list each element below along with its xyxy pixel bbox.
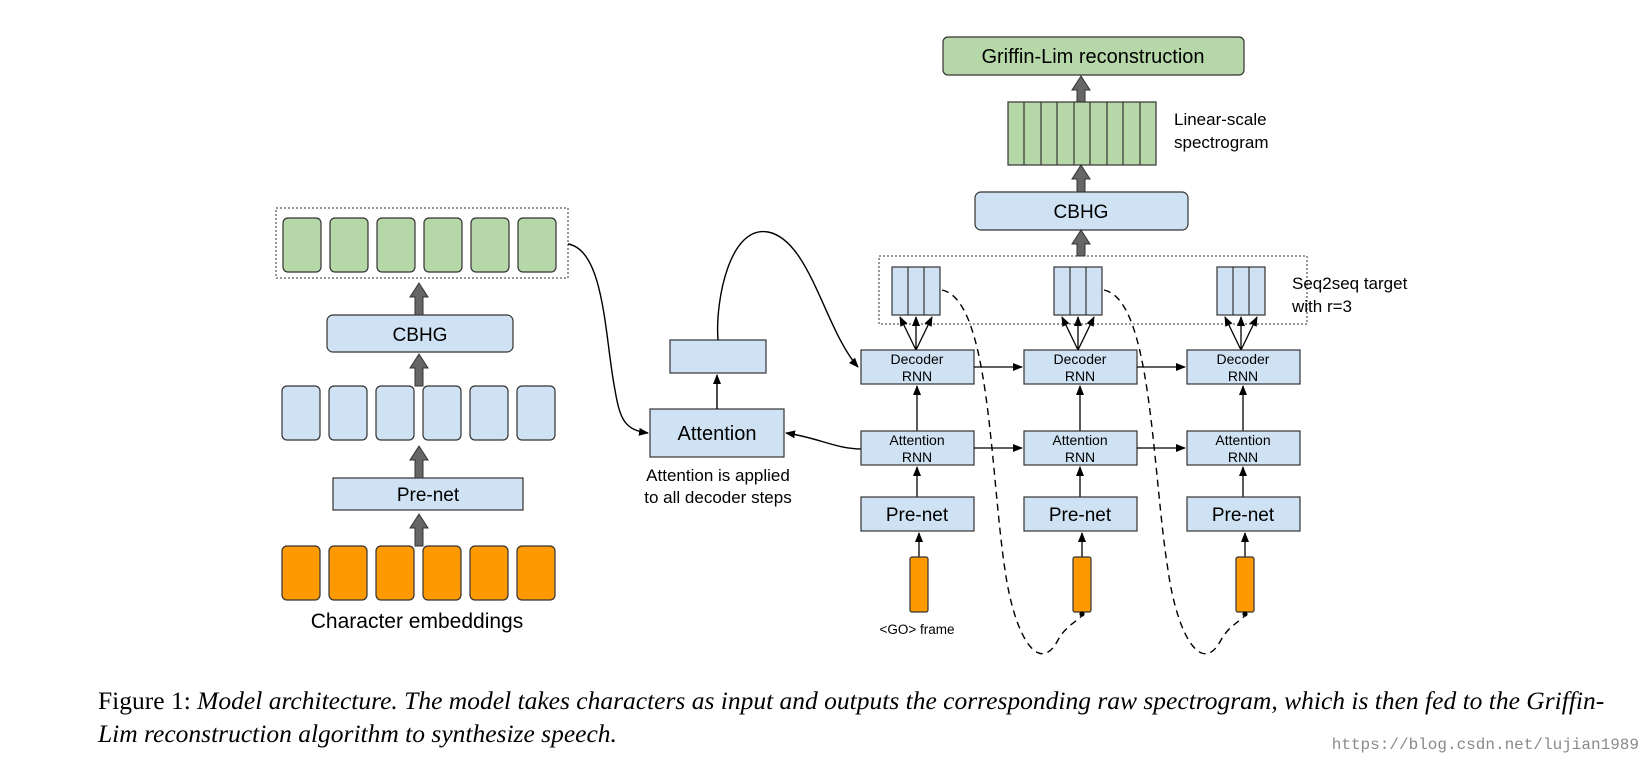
decoder-prenet-1-label: Pre-net [886, 505, 949, 526]
context-vector-box [669, 339, 767, 374]
decoder-fanout-arrows [899, 316, 1258, 351]
attention-label: Attention [678, 423, 757, 445]
output-frames-step1 [891, 266, 941, 316]
attention-block: Attention Attention is applied to all de… [567, 231, 864, 507]
decoder-rnn-2-line1: Decoder [1054, 351, 1107, 367]
decoder-input-frames [909, 556, 1255, 613]
encoder-hidden-cells [281, 385, 556, 441]
cbhg-to-spectrogram-arrow [1071, 164, 1091, 193]
encoder-to-attention-curve [567, 243, 649, 436]
caption-text: Model architecture. The model takes char… [98, 686, 1605, 748]
encoder-prenet-box [332, 477, 524, 511]
encoder-arrow-4 [409, 282, 429, 316]
encoder-cbhg-label: CBHG [393, 325, 448, 346]
watermark-url: https://blog.csdn.net/lujian1989 [1331, 736, 1639, 754]
encoder-arrow-1 [409, 513, 429, 547]
character-embedding-cells [281, 545, 556, 601]
attention-rnn-boxes [860, 430, 1301, 466]
griffin-lim-box [942, 36, 1245, 76]
decoder-prenet-3-label: Pre-net [1212, 505, 1275, 526]
character-embeddings-label: Character embeddings [311, 610, 523, 633]
decoder-rnn-3-line2: RNN [1228, 368, 1258, 384]
attention-rnn-1-line2: RNN [902, 449, 932, 465]
go-frame-label: <GO> frame [879, 622, 954, 637]
decoder-rnn-3-line1: Decoder [1217, 351, 1270, 367]
attention-rnn-3-line2: RNN [1228, 449, 1258, 465]
context-to-decoder-curve [716, 231, 859, 368]
encoder-column: Character embeddings Pre-net CBHG [275, 207, 569, 633]
griffin-lim-label: Griffin-Lim reconstruction [981, 46, 1204, 68]
encoder-prenet-label: Pre-net [397, 485, 460, 506]
output-frames-step3 [1216, 266, 1266, 316]
architecture-diagram: Character embeddings Pre-net CBHG [275, 36, 1408, 655]
attentionrnn-to-attention-curve [785, 430, 864, 450]
prenet-to-attentionrnn-arrows [913, 466, 1247, 497]
attention-rnn-1-line1: Attention [889, 432, 944, 448]
attention-rnn-2-line2: RNN [1065, 449, 1095, 465]
attention-box [649, 408, 785, 458]
attentionrnn-to-decoderrnn-arrows [913, 385, 1247, 431]
encoder-arrow-3 [409, 353, 429, 387]
decoder-rnn-1-line1: Decoder [891, 351, 944, 367]
encoder-output-cells [282, 217, 557, 273]
seq2seq-label-line2: with r=3 [1291, 297, 1352, 316]
decoder-rnn-1-line2: RNN [902, 368, 932, 384]
seq2seq-to-cbhg-arrow [1071, 229, 1091, 257]
linear-spectrogram [1007, 101, 1157, 166]
attention-rnn-2-line1: Attention [1052, 432, 1107, 448]
spectrogram-label-line1: Linear-scale [1174, 110, 1267, 129]
decoder-prenet-2-label: Pre-net [1049, 505, 1112, 526]
decoder-cbhg-label: CBHG [1054, 202, 1109, 223]
attention-rnn-3-line1: Attention [1215, 432, 1270, 448]
figure-caption: Figure 1: Model architecture. The model … [98, 684, 1618, 750]
decoder-column: Griffin-Lim reconstruction Linear-scale … [860, 36, 1408, 655]
attention-note-line2: to all decoder steps [644, 488, 791, 507]
seq2seq-label-line1: Seq2seq target [1292, 274, 1408, 293]
feedback-loop-dots [1079, 611, 1248, 617]
decoder-prenet-boxes [860, 496, 1301, 532]
attention-note-line1: Attention is applied [646, 466, 790, 485]
feedback-loops [941, 289, 1246, 655]
input-to-prenet-arrows [915, 532, 1249, 557]
spectrogram-to-griffinlim-arrow [1071, 75, 1091, 103]
output-frames-step2 [1053, 266, 1103, 316]
spectrogram-label-line2: spectrogram [1174, 133, 1268, 152]
caption-prefix: Figure 1: [98, 686, 191, 715]
encoder-output-frame [275, 207, 569, 279]
encoder-arrow-2 [409, 445, 429, 479]
decoder-rnn-2-line2: RNN [1065, 368, 1095, 384]
